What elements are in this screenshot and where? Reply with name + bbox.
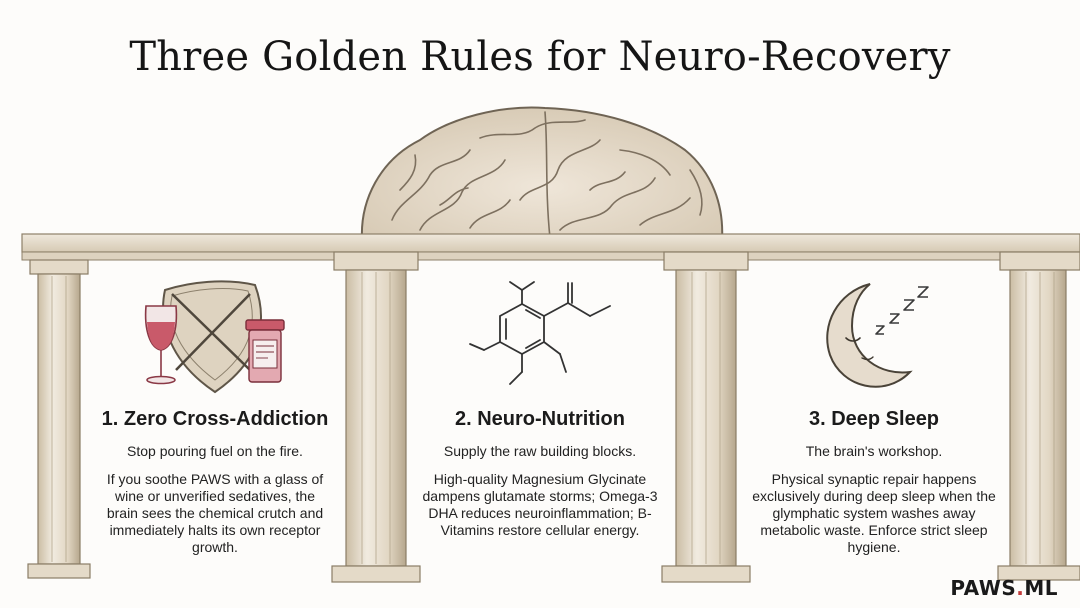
- rule-subtitle: Stop pouring fuel on the fire.: [127, 443, 303, 459]
- rule-card-neuro-nutrition: 2. Neuro-Nutrition Supply the raw buildi…: [418, 408, 662, 539]
- shield-wine-pills-icon: [144, 280, 285, 394]
- rule-card-deep-sleep: 3. Deep Sleep The brain's workshop. Phys…: [752, 408, 996, 556]
- brain-icon: [360, 106, 724, 241]
- rule-body: High-quality Magnesium Glycinate dampens…: [422, 471, 658, 538]
- page-title: Three Golden Rules for Neuro-Recovery: [129, 34, 951, 80]
- rule-heading: 2. Neuro-Nutrition: [455, 408, 625, 430]
- rule-body: Physical synaptic repair happens exclusi…: [752, 471, 996, 555]
- rule-subtitle: The brain's workshop.: [805, 443, 943, 459]
- rule-heading: 3. Deep Sleep: [808, 408, 940, 430]
- rule-subtitle: Supply the raw building blocks.: [443, 443, 637, 459]
- brand-name: PAWS: [950, 576, 1017, 600]
- brand-logo: PAWS.ML: [950, 576, 1058, 600]
- rule-heading: 1. Zero Cross-Addiction: [101, 408, 329, 430]
- brand-dot: .: [1016, 576, 1025, 600]
- rule-card-zero-cross-addiction: 1. Zero Cross-Addiction Stop pouring fue…: [95, 408, 335, 556]
- temple-beam: [21, 233, 1080, 261]
- temple-columns: [27, 251, 1080, 583]
- molecule-icon: [469, 281, 611, 385]
- sleeping-moon-icon: [826, 283, 929, 388]
- rule-body: If you soothe PAWS with a glass of wine …: [106, 471, 324, 555]
- brand-suffix: ML: [1024, 576, 1058, 600]
